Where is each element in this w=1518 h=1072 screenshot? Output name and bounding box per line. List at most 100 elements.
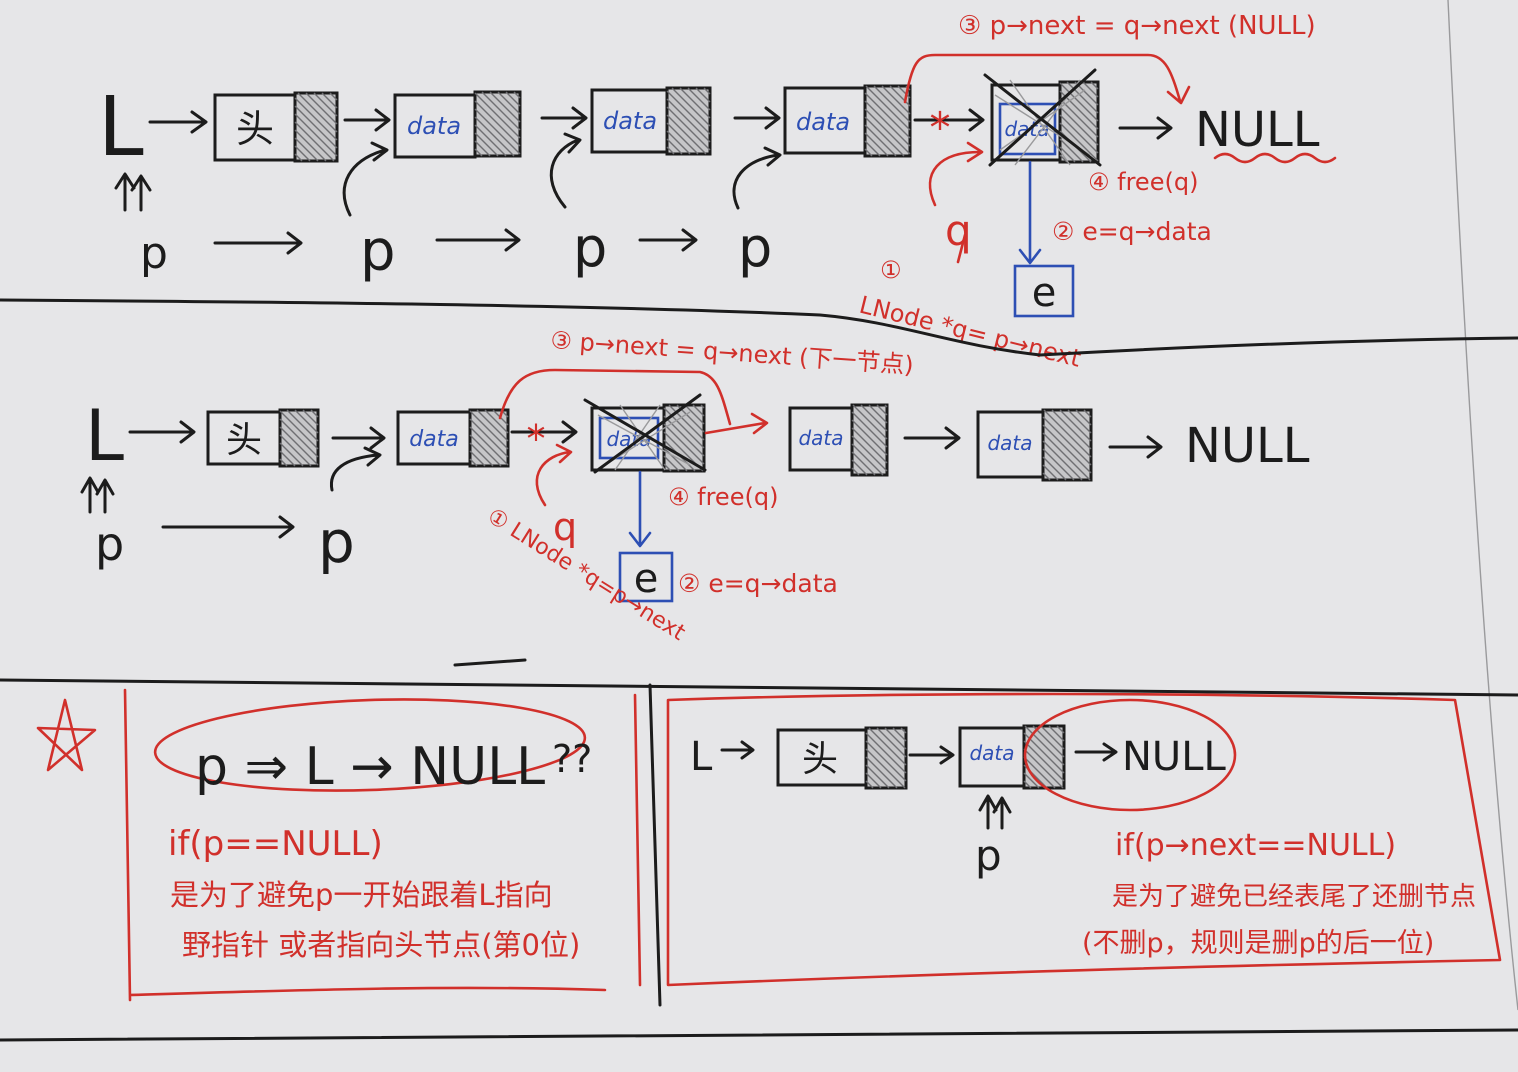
hatch-line (864, 132, 889, 157)
node-label: data (603, 107, 657, 135)
hatch-line (294, 121, 335, 162)
left-case-panel: p ⇒ L → NULL ?? if(p==NULL) 是为了避免p一开始跟着L… (123, 688, 642, 1002)
hatch-line (1059, 98, 1099, 138)
hatch-line (1040, 725, 1065, 750)
hatch-line (474, 100, 521, 147)
hatch-line (279, 434, 312, 467)
arrow (1074, 742, 1118, 762)
hatch-line (876, 727, 907, 758)
node-label: data (409, 427, 459, 452)
hatch-line (852, 404, 888, 440)
head-node: 头 (776, 726, 908, 790)
hatch-line (294, 145, 311, 162)
hatch-line (666, 138, 683, 155)
hatch-line (294, 153, 303, 162)
hatch-line (1059, 409, 1092, 442)
hatch-line (481, 91, 521, 131)
hatch-line (864, 148, 873, 157)
hatch-line (1042, 432, 1091, 481)
hatch-line (695, 87, 711, 103)
hatch-line (1048, 725, 1065, 742)
hatch-line (1066, 81, 1099, 114)
list-head-label: L (85, 395, 124, 477)
hatch-line (505, 91, 521, 107)
null-label: NULL (1185, 418, 1310, 474)
hatch-line (703, 87, 711, 95)
hatch-line (1083, 409, 1092, 418)
pointer-p-label: p (95, 517, 124, 571)
hatch-line (876, 404, 888, 416)
hatch-line (864, 140, 881, 157)
hatch-line (663, 423, 705, 465)
hatch-line (865, 732, 907, 774)
hatch-line (851, 451, 876, 476)
hatch-shading (666, 87, 711, 155)
hatch-line (860, 404, 888, 432)
wavy-underline (1213, 152, 1337, 164)
pointer-curve-arrow (329, 446, 382, 492)
value-arrow (1018, 160, 1042, 265)
panel-frame (666, 692, 1502, 987)
highlight-ellipse (1023, 698, 1237, 812)
hatch-line (1075, 409, 1092, 426)
hatch-line (851, 411, 888, 448)
hatch-line (668, 404, 705, 441)
double-up-arrow-icon (114, 172, 152, 212)
hatch-line (1023, 748, 1064, 789)
section-divider (0, 298, 1518, 357)
hatch-line (279, 442, 304, 467)
hatch-shading (1042, 409, 1092, 481)
hatch-line (865, 780, 874, 789)
null-label: NULL (1122, 734, 1226, 780)
note-line: (不删p，规则是删p的后一位) (1082, 928, 1434, 959)
pointer-curve-arrow (549, 132, 582, 209)
hatch-line (474, 132, 499, 157)
arrow (733, 106, 781, 130)
hatch-line (1043, 409, 1092, 458)
hatch-line (881, 85, 911, 115)
hatch-line (297, 92, 338, 133)
hatch-line (1059, 146, 1076, 163)
hatch-line (1059, 138, 1084, 163)
panel-frame (123, 688, 642, 1002)
condition-label: if(p==NULL) (168, 824, 383, 864)
hatch-line (294, 97, 338, 141)
relink-arrow-head (704, 412, 769, 435)
page-bottom-line (0, 1028, 1518, 1042)
arrow (540, 106, 588, 130)
hatch-line (302, 409, 319, 426)
hatch-line (1059, 82, 1099, 122)
hatch-line (279, 450, 296, 467)
hatch-line (474, 140, 491, 157)
hatch-line (864, 124, 897, 157)
hatch-line (474, 108, 521, 155)
hatch-line (851, 443, 884, 476)
pointer-curve-arrow (342, 141, 389, 217)
list-node: data (783, 84, 912, 158)
list-node: data (788, 403, 889, 477)
arrow (638, 228, 698, 252)
node-label: data (987, 431, 1032, 455)
right-case-panel: L 头 data NULL p if(p→next==NULL) 是为了避免已经… (666, 692, 1502, 987)
cross-out-mark (583, 393, 707, 474)
hatch-line (884, 727, 907, 750)
double-up-arrow-icon (978, 794, 1012, 830)
note-line: 野指针 或者指向头节点(第0位) (182, 928, 580, 962)
q-pointer-label: q (553, 505, 577, 549)
hatch-line (476, 409, 509, 442)
double-up-arrow-icon (80, 476, 115, 514)
pointer-p-label: p (738, 216, 772, 279)
null-case-expression: p ⇒ L → NULL (195, 737, 545, 797)
hatch-line (469, 434, 502, 467)
head-node-label: 头 (226, 420, 262, 461)
hatch-line (474, 124, 507, 157)
hatch-line (666, 90, 711, 135)
hatch-line (865, 764, 890, 789)
value-arrow (628, 470, 652, 548)
hatch-line (663, 415, 705, 457)
list-node: data (393, 90, 522, 159)
hatch-line (892, 727, 907, 742)
hatch-shading (851, 404, 888, 476)
pen-mark (453, 658, 527, 667)
hatch-line (700, 404, 705, 409)
